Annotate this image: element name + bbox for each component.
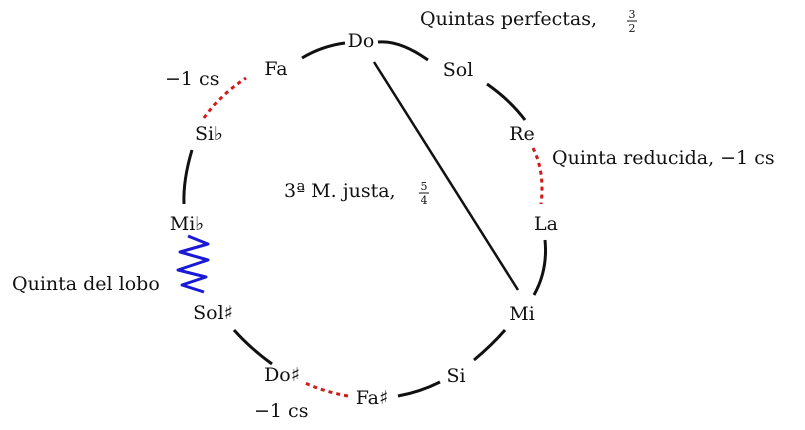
note-sol-sharp: Sol♯ [193, 302, 233, 324]
fraction-third-num: 5 [421, 180, 428, 193]
note-si: Si [446, 365, 465, 387]
arc-dos-sols [232, 329, 273, 366]
annotation-reduced-fifth: Quinta reducida, −1 cs [552, 147, 775, 169]
annotation-minus-cent-left: −1 cs [165, 68, 219, 90]
note-re: Re [509, 123, 535, 145]
note-fa: Fa [264, 58, 287, 80]
arc-la-mi [532, 239, 547, 296]
annotation-major-third: 3ª M. justa, [284, 180, 396, 202]
arc-do-sol [377, 40, 429, 62]
major-third-chord [372, 61, 520, 291]
arc-mib-sib [182, 149, 194, 205]
note-fa-sharp: Fa♯ [356, 387, 388, 409]
note-do-sharp: Do♯ [264, 364, 300, 386]
fraction-perfect-den: 2 [629, 22, 636, 35]
note-do: Do [348, 30, 375, 52]
arc-si-fas [397, 380, 441, 398]
note-si-flat: Si♭ [195, 123, 223, 145]
arc-re-la-reduced [531, 147, 544, 205]
note-la: La [534, 213, 558, 235]
note-mi: Mi [509, 303, 535, 325]
annotation-minus-cent-bottom: −1 cs [254, 400, 308, 422]
arc-sol-re [486, 82, 527, 121]
annotation-wolf-fifth: Quinta del lobo [12, 273, 160, 295]
fraction-perfect-num: 3 [629, 8, 636, 21]
note-mi-flat: Mi♭ [170, 213, 205, 235]
fraction-third-den: 4 [421, 194, 428, 207]
note-sol: Sol [443, 59, 474, 81]
arc-mi-si [473, 329, 507, 362]
wolf-fifth-zigzag [176, 234, 210, 294]
arc-fas-dos-reduced [304, 381, 349, 398]
arc-fa-do [301, 41, 346, 60]
annotation-perfect-fifths: Quintas perfectas, [420, 8, 597, 30]
